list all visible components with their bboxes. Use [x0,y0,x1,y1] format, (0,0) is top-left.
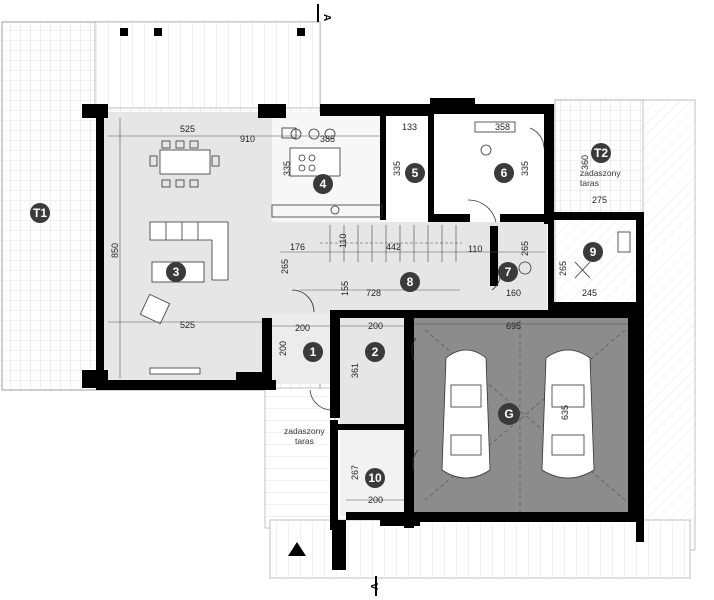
svg-text:3: 3 [173,265,180,279]
svg-text:T2: T2 [594,146,608,160]
entry-terrace [264,387,336,529]
room-badge-1: 1 [303,342,323,362]
pergola-posts [120,28,305,36]
dim-hall-mid: 155 [340,281,350,296]
dim-hall-len: 728 [366,288,381,298]
room-badge-5: 5 [405,163,425,183]
room-badge-2: 2 [365,342,385,362]
terrace-t1-cover [94,21,321,109]
dim-room7-depth: 265 [520,241,530,256]
svg-text:1: 1 [310,345,317,359]
entry-caption-line1: zadaszony [284,426,325,436]
dim-room9-depth: 265 [558,261,568,276]
dim-room5-width: 133 [402,122,417,132]
dim-room2-width: 200 [368,321,383,331]
dim-room1-width: 200 [295,323,310,333]
dim-room7-width: 160 [506,288,521,298]
room-badge-6: 6 [494,163,514,183]
room-badge-g: G [498,403,520,425]
svg-text:9: 9 [590,245,597,259]
room-badge-10: 10 [365,468,385,488]
section-mark-top: A [317,4,332,22]
dim-room5-depth: 335 [392,161,402,176]
dim-kitchen-width: 385 [320,134,335,144]
dim-living-depth: 850 [110,243,120,258]
dim-stair-a: 110 [338,234,348,248]
dim-room6-depth: 335 [520,161,530,176]
svg-text:4: 4 [320,177,327,191]
svg-text:6: 6 [501,166,508,180]
garage-floor [410,318,632,516]
dim-room10-depth: 267 [350,465,360,480]
room-badge-8: 8 [400,272,420,292]
svg-text:2: 2 [372,345,379,359]
svg-text:5: 5 [412,166,419,180]
walls [82,98,644,570]
dim-room2-depth: 361 [350,363,360,378]
svg-text:7: 7 [505,265,512,279]
dim-stair-len: 442 [386,242,401,252]
svg-text:T1: T1 [33,206,47,220]
room2-floor [340,314,404,426]
dim-garage-width: 695 [506,321,521,331]
dim-living-width-top: 525 [180,124,195,134]
svg-text:A: A [321,14,332,21]
dim-garage-depth: 635 [560,405,570,420]
furniture [139,121,631,479]
dim-hall-width-a: 176 [290,242,305,252]
room-badge-t2: T2 [591,143,611,163]
svg-text:G: G [504,407,513,421]
entry-caption-line2: taras [295,436,314,446]
dim-room6-width: 358 [495,122,510,132]
dim-room1-depth: 200 [278,341,288,356]
dim-hall-depth: 265 [280,259,290,274]
entrance-arrow-icon [288,542,306,556]
t2-caption-line1: zadaszony [580,168,621,178]
room-badge-7: 7 [498,262,518,282]
svg-text:A: A [370,583,381,590]
dim-t2-depth: 360 [580,155,590,170]
room-badge-t1: T1 [30,203,50,223]
dim-room9-width: 245 [582,288,597,298]
dim-room10-width: 200 [368,495,383,505]
svg-text:8: 8 [407,275,414,289]
dim-stair-b: 110 [468,244,482,254]
dim-living-width-bottom: 525 [180,320,195,330]
dim-living-total: 910 [240,134,255,144]
room-badge-3: 3 [166,262,186,282]
dim-t2-width: 275 [592,195,607,205]
section-mark-bottom: A [370,576,381,596]
dim-kitchen-depth: 335 [282,161,292,176]
svg-text:10: 10 [368,471,382,485]
t2-caption-line2: taras [580,178,599,188]
room-badge-9: 9 [583,242,603,262]
room-badge-4: 4 [313,174,333,194]
dimension-lines [108,118,628,501]
